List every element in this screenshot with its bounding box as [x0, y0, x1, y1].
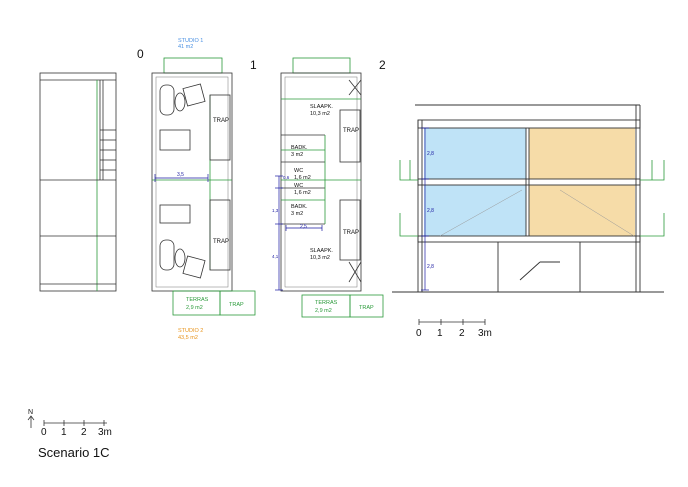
scale-small-3m: 3m	[98, 427, 112, 438]
scale-large-0: 0	[416, 328, 422, 339]
studio-1-name: STUDIO 1	[178, 38, 203, 44]
plan0-trap-upper: TRAP	[213, 118, 229, 124]
floor-number-2: 2	[379, 58, 386, 72]
floor-number-1: 1	[250, 58, 257, 72]
plan1-terrace-trap-box	[349, 294, 384, 318]
building-section: 2,8 2,8 2,8	[392, 104, 665, 293]
section-studio1-lower	[424, 185, 526, 236]
plan1-dim-small: 0,6	[283, 175, 290, 180]
plan1-trap-upper: TRAP	[343, 128, 359, 134]
plan-level-1: 1	[250, 57, 386, 318]
plan0-terrace-trap-box	[219, 290, 256, 316]
scale-small-1: 1	[61, 427, 67, 438]
plan-level-0: 0 STUDIO 1 41 m2 3,5 TRAP TRAP	[137, 38, 256, 341]
plan1-bedroom-lower-name: SLAAPK.	[310, 248, 333, 254]
plan1-bath-lower-area: 3 m2	[291, 211, 303, 217]
plan0-terrace-area: 2,9 m2	[186, 305, 203, 311]
plan0-terrace-trap: TRAP	[229, 302, 244, 308]
scale-bar-small: 0 1 2 3m	[41, 420, 112, 438]
section-height-lower: 2,8	[427, 264, 434, 270]
plan1-trap-lower: TRAP	[343, 230, 359, 236]
scale-small-2: 2	[81, 427, 87, 438]
section-height-mid: 2,8	[427, 208, 434, 214]
plan1-terrace-trap: TRAP	[359, 305, 374, 311]
plan1-bedroom-upper-name: SLAAPK.	[310, 104, 333, 110]
section-studio2-upper	[529, 128, 635, 179]
plan1-wc-upper-area: 1,6 m2	[294, 175, 311, 181]
plan1-wc-upper-name: WC	[294, 168, 303, 174]
plan1-wc-lower-name: WC	[294, 183, 303, 189]
scenario-title: Scenario 1C	[38, 445, 110, 460]
plan1-bath-lower-name: BADK.	[291, 204, 308, 210]
studio-2-name: STUDIO 2	[178, 328, 203, 334]
plan1-bedroom-lower-area: 10,3 m2	[310, 255, 330, 261]
section-height-upper: 2,8	[427, 151, 434, 157]
section-studio2-lower	[529, 185, 635, 236]
plan0-trap-lower: TRAP	[213, 239, 229, 245]
studio-1-area: 41 m2	[178, 44, 193, 50]
plan1-dim-long: 4,1	[272, 254, 279, 259]
scale-small-0: 0	[41, 427, 47, 438]
scale-large-1: 1	[437, 328, 443, 339]
section-studio1-upper	[424, 128, 526, 179]
plan1-terrace-area: 2,9 m2	[315, 308, 332, 314]
studio-2-area: 43,5 m2	[178, 335, 198, 341]
plan1-terrace-name: TERRAS	[315, 300, 338, 306]
plan1-bedroom-upper-area: 10,3 m2	[310, 111, 330, 117]
scale-large-3m: 3m	[478, 328, 492, 339]
plan1-dim-mid: 1,3	[272, 208, 279, 213]
north-arrow-icon	[27, 415, 35, 428]
plan1-width-dim: 2,5	[300, 224, 307, 230]
plan0-width-dim: 3,5	[177, 172, 184, 178]
scale-large-2: 2	[459, 328, 465, 339]
floor-number-0: 0	[137, 47, 144, 61]
plan0-terrace	[172, 290, 221, 316]
plan1-wc-lower-area: 1,6 m2	[294, 190, 311, 196]
north-label: N	[28, 409, 33, 416]
scale-bar-large: 0 1 2 3m	[416, 319, 492, 339]
plan0-terrace-name: TERRAS	[186, 297, 209, 303]
plan1-bath-upper-name: BADK.	[291, 145, 308, 151]
plan1-bath-upper-area: 3 m2	[291, 152, 303, 158]
side-elevation	[39, 72, 117, 292]
